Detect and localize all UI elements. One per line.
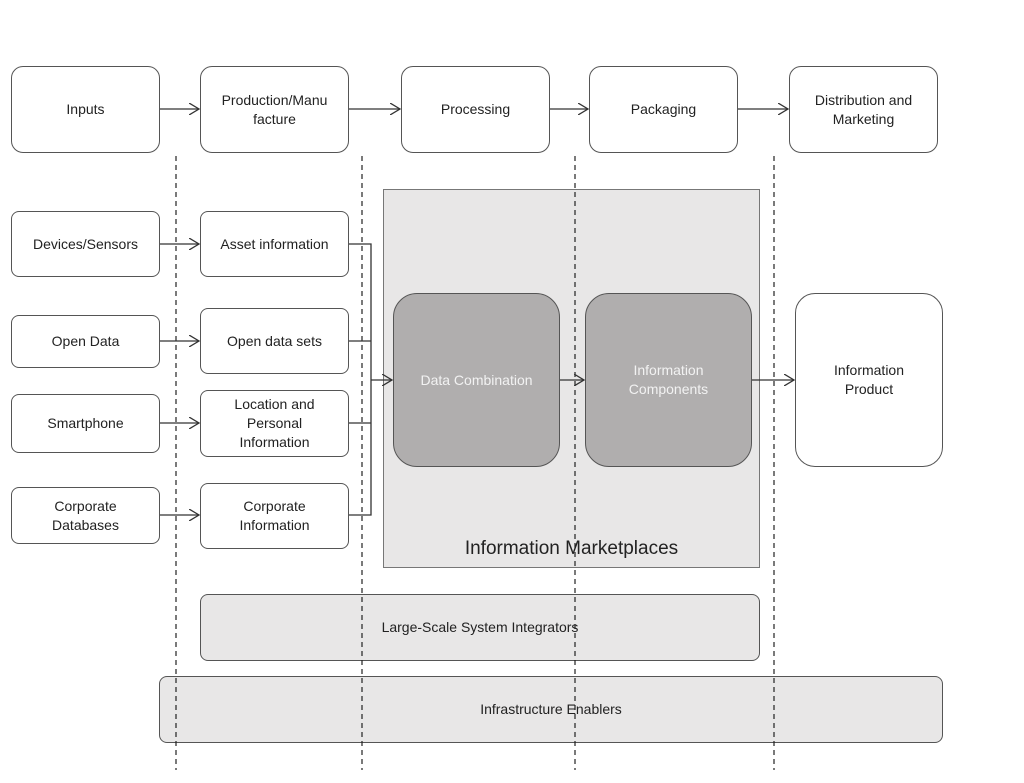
info-asset: Asset information: [200, 211, 349, 277]
stage-inputs: Inputs: [11, 66, 160, 153]
bracket-info-to-combination: [349, 243, 372, 516]
data-combination-box: Data Combination: [393, 293, 560, 467]
info-open-data-sets: Open data sets: [200, 308, 349, 374]
source-smartphone: Smartphone: [11, 394, 160, 453]
info-corporate: Corporate Information: [200, 483, 349, 549]
large-scale-system-integrators-band: Large-Scale System Integrators: [200, 594, 760, 661]
information-components-box: Information Components: [585, 293, 752, 467]
information-marketplaces-label: Information Marketplaces: [464, 538, 679, 559]
stage-distribution: Distribution and Marketing: [789, 66, 938, 153]
information-product-box: Information Product: [795, 293, 943, 467]
infrastructure-enablers-band: Infrastructure Enablers: [159, 676, 943, 743]
stage-packaging: Packaging: [589, 66, 738, 153]
info-location-personal: Location and Personal Information: [200, 390, 349, 457]
stage-production: Production/Manu facture: [200, 66, 349, 153]
source-corporate-databases: Corporate Databases: [11, 487, 160, 544]
source-open-data: Open Data: [11, 315, 160, 368]
stage-processing: Processing: [401, 66, 550, 153]
source-devices-sensors: Devices/Sensors: [11, 211, 160, 277]
